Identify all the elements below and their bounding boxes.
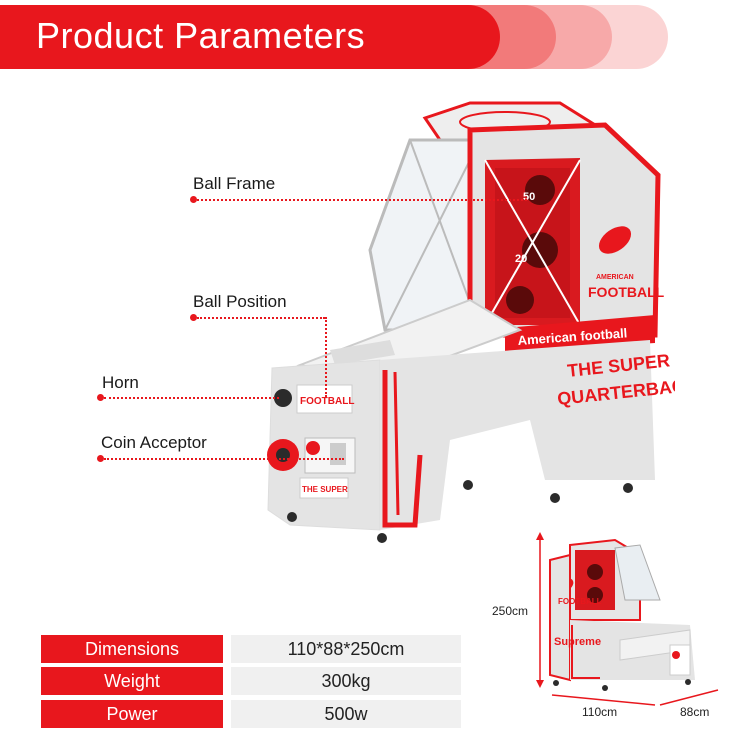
yard-50: 50 — [523, 191, 535, 203]
wheel — [463, 480, 473, 490]
callout-horn: Horn — [102, 373, 139, 392]
page-title: Product Parameters — [36, 15, 366, 56]
wheel — [287, 512, 297, 522]
width-marker — [551, 694, 656, 706]
callout-line — [197, 317, 325, 319]
callout-dot — [190, 314, 197, 321]
banner-stripe-main — [0, 5, 500, 69]
width-label: 110cm — [582, 705, 618, 719]
spec-label: Power — [41, 700, 223, 728]
spec-label: Dimensions — [41, 635, 223, 663]
side-sign-top: AMERICAN — [596, 274, 634, 281]
header-banner: Product Parameters — [0, 5, 750, 69]
callout-line — [104, 397, 279, 399]
callout-line — [197, 199, 527, 201]
spec-value: 500w — [231, 700, 461, 728]
mini-sign: FOOTBALL — [558, 597, 602, 606]
callout-ball-position: Ball Position — [193, 292, 287, 311]
football-icon — [598, 226, 632, 254]
wheel — [550, 493, 560, 503]
spec-value: 110*88*250cm — [231, 635, 461, 663]
spec-value: 300kg — [231, 667, 461, 695]
wheel — [377, 533, 387, 543]
callout-line-vertical — [325, 317, 327, 397]
front-logo: FOOTBALL — [300, 396, 354, 407]
callout-dot — [97, 455, 104, 462]
yard-20: 20 — [515, 253, 527, 265]
front-tagline: THE SUPER — [302, 485, 348, 494]
callout-dot — [190, 196, 197, 203]
mini-brand: Supreme — [554, 636, 601, 648]
mini-machine: FOOTBALL Supreme — [549, 538, 695, 691]
spec-row-weight: Weight 300kg — [41, 667, 461, 695]
wheel — [623, 483, 633, 493]
spec-row-dimensions: Dimensions 110*88*250cm — [41, 635, 461, 663]
arcade-machine-illustration: 50 20 AMERICAN FOOTBALL American footbal… — [267, 101, 675, 543]
horn-speaker — [274, 389, 292, 407]
back-cabinet: 50 20 AMERICAN FOOTBALL — [467, 122, 665, 338]
ramp-rail — [330, 340, 395, 365]
spec-label: Weight — [41, 667, 223, 695]
depth-marker — [659, 689, 719, 706]
callout-ball-frame: Ball Frame — [193, 174, 276, 193]
depth-label: 88cm — [680, 705, 710, 719]
front-cabinet: FOOTBALL THE SUPER — [267, 340, 655, 543]
side-sign-bottom: FOOTBALL — [588, 284, 665, 300]
callout-coin-acceptor: Coin Acceptor — [101, 433, 207, 452]
callout-line — [104, 458, 344, 460]
spec-row-power: Power 500w — [41, 700, 461, 728]
height-label: 250cm — [492, 604, 529, 618]
dimension-drawing: FOOTBALL Supreme — [536, 532, 719, 706]
callout-dot — [97, 394, 104, 401]
